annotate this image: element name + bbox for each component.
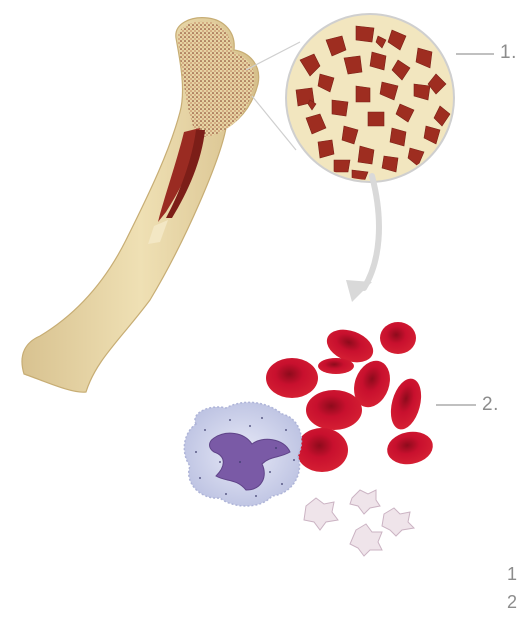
femur-bone: [22, 15, 265, 392]
red-blood-cell: [296, 428, 348, 472]
red-blood-cell: [318, 358, 354, 374]
red-blood-cell: [380, 322, 416, 354]
callout-label-2: 2.: [482, 394, 499, 416]
red-blood-cell: [306, 390, 362, 430]
white-blood-cell: [184, 402, 301, 506]
platelet: [350, 524, 382, 556]
footnote-1: 1: [507, 564, 517, 585]
footnote-2: 2: [507, 592, 517, 613]
spongy-bone-magnifier: [286, 14, 454, 182]
red-blood-cell: [266, 358, 318, 398]
platelet: [382, 508, 414, 536]
platelets: [304, 490, 414, 556]
curved-arrow: [346, 176, 379, 302]
platelet: [350, 490, 380, 514]
red-blood-cell: [386, 375, 427, 432]
red-blood-cell: [385, 428, 436, 468]
callout-label-1: 1.: [500, 42, 517, 64]
platelet: [304, 498, 338, 530]
